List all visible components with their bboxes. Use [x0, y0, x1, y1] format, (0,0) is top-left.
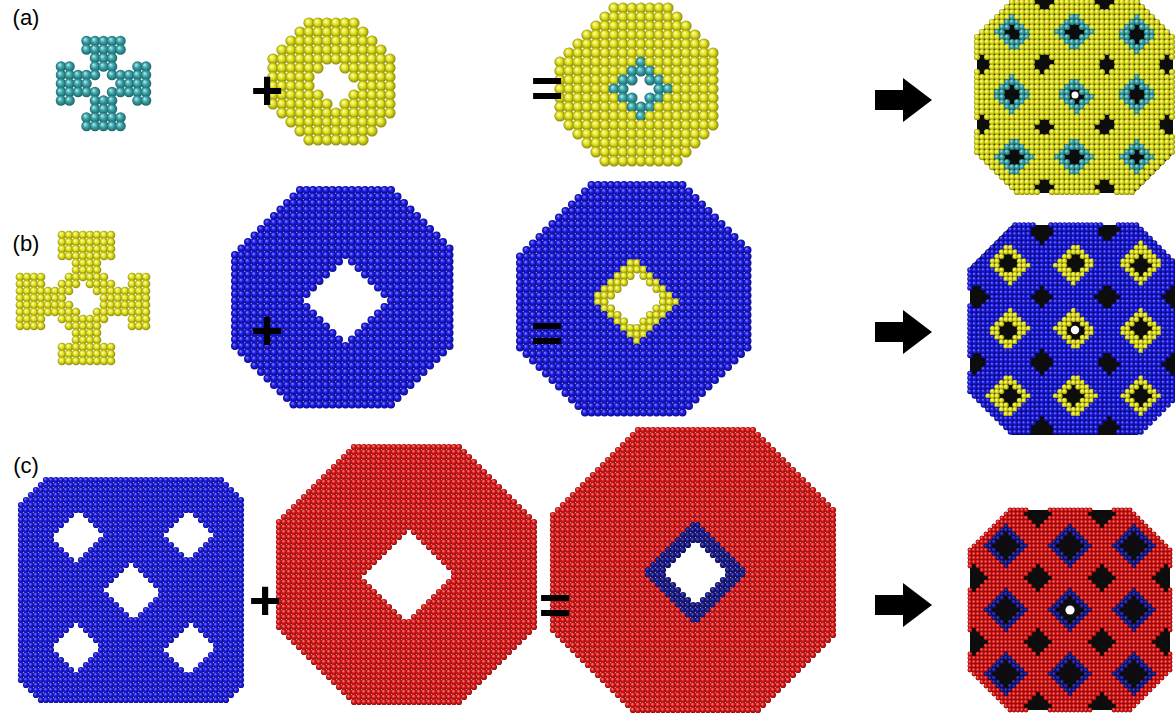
atom-sphere: [1034, 54, 1040, 60]
atom-sphere: [384, 107, 395, 118]
atom-sphere: [1064, 149, 1070, 155]
atom-sphere: [357, 134, 368, 145]
atom-sphere: [680, 146, 691, 157]
pore-light: [1071, 326, 1079, 334]
atom-sphere: [1129, 189, 1135, 195]
atom-sphere: [1064, 24, 1070, 30]
pore-light: [1065, 605, 1074, 614]
atom-sphere: [1134, 184, 1140, 190]
atom-sphere: [107, 357, 116, 366]
atom-sphere: [1159, 114, 1165, 120]
atom-sphere: [1034, 179, 1040, 185]
atom-sphere: [1099, 114, 1105, 120]
atom-sphere: [141, 95, 152, 106]
atom-sphere: [1144, 174, 1150, 180]
atom-sphere: [974, 54, 980, 60]
atom-sphere: [115, 44, 126, 55]
atom-sphere: [64, 95, 75, 106]
atom-sphere: [698, 128, 709, 139]
atom-sphere: [1149, 169, 1155, 175]
atom-sphere: [1129, 149, 1135, 155]
atom-sphere: [689, 137, 700, 148]
atom-sphere: [1154, 164, 1160, 170]
atom-sphere: [100, 315, 109, 324]
atom-sphere: [1094, 119, 1100, 125]
molecular-structure: [267, 17, 395, 145]
molecular-structure: [56, 36, 152, 132]
atom-sphere: [375, 116, 386, 127]
atom-sphere: [1004, 24, 1010, 30]
atom-sphere: [115, 121, 126, 132]
atom-sphere: [107, 252, 116, 261]
atom-sphere: [1164, 154, 1170, 160]
atom-sphere: [1169, 54, 1175, 60]
atom-sphere: [366, 125, 377, 136]
atom-sphere: [1099, 54, 1105, 60]
atom-sphere: [1034, 189, 1040, 195]
atom-sphere: [1129, 84, 1135, 90]
atom-sphere: [1034, 119, 1040, 125]
atom-sphere: [974, 114, 980, 120]
molecular-structure: [554, 2, 718, 166]
atom-sphere: [1004, 84, 1010, 90]
atom-sphere: [90, 70, 101, 81]
atom-sphere: [142, 322, 151, 331]
atom-sphere: [1169, 114, 1175, 120]
atom-sphere: [626, 74, 637, 85]
atom-sphere: [37, 322, 46, 331]
atom-sphere: [1094, 179, 1100, 185]
atom-sphere: [1159, 159, 1165, 165]
atom-sphere: [1094, 189, 1100, 195]
atom-sphere: [1004, 149, 1010, 155]
atom-sphere: [707, 119, 718, 130]
atom-sphere: [1129, 24, 1135, 30]
atom-sphere: [312, 62, 323, 73]
atom-sphere: [1159, 54, 1165, 60]
pore-light: [1072, 92, 1079, 99]
atom-sphere: [1139, 179, 1145, 185]
atom-sphere: [65, 287, 74, 296]
atom-sphere: [72, 280, 81, 289]
atom-sphere: [671, 155, 682, 166]
atom-sphere: [1169, 149, 1175, 155]
